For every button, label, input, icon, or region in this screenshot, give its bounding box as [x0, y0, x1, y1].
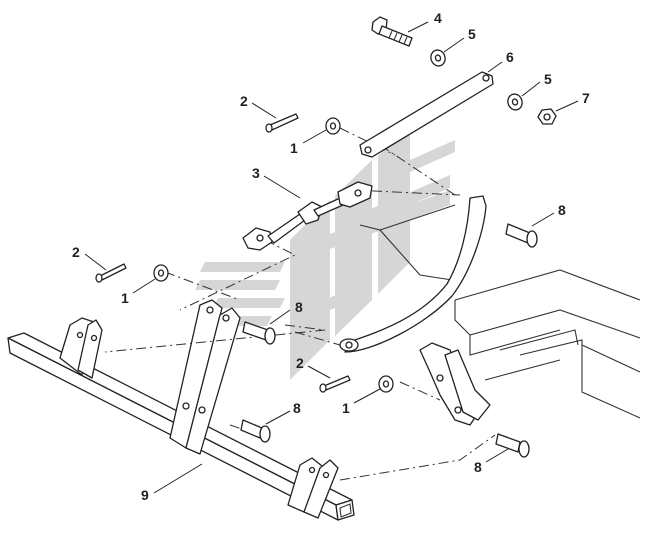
washer-part-1-middle: [378, 375, 394, 393]
callout-9: 9: [141, 487, 149, 503]
washer-part-1-upper: [325, 117, 341, 135]
cotter-pin-part-2-left: [95, 263, 127, 283]
washer-part-1-left: [153, 264, 169, 282]
washer-part-5-upper: [430, 49, 446, 67]
washer-part-5-lower: [507, 93, 523, 111]
callout-8: 8: [558, 202, 566, 218]
pin-part-8-upper: [505, 223, 538, 248]
callout-8: 8: [293, 400, 301, 416]
alignment-lines: [104, 127, 496, 481]
callout-8: 8: [474, 459, 482, 475]
lift-arm: [339, 195, 487, 353]
hitch-frame: [7, 299, 355, 521]
callout-3: 3: [252, 165, 260, 181]
pin-part-8-middle: [242, 321, 276, 345]
callout-5: 5: [544, 71, 552, 87]
callout-7: 7: [582, 90, 590, 106]
callout-1: 1: [290, 140, 298, 156]
nut-part-7: [537, 108, 557, 125]
callout-2: 2: [72, 244, 80, 260]
callout-labels: 4 5 6 5 7 2 1 3 8 2 1 8 2 1 8 8 9: [72, 10, 590, 503]
callout-4: 4: [434, 10, 442, 26]
cotter-pin-part-2-middle: [319, 375, 351, 393]
turnbuckle-part-3: [242, 181, 373, 251]
leader-lines: [84, 21, 579, 494]
cotter-pin-part-2-upper: [265, 113, 299, 133]
link-bar-part-6: [359, 71, 494, 158]
callout-8: 8: [295, 299, 303, 315]
watermark-logo: [195, 124, 455, 380]
callout-1: 1: [121, 290, 129, 306]
callout-6: 6: [506, 49, 514, 65]
tractor-frame: [359, 204, 641, 419]
pin-part-8-lower-left: [240, 419, 271, 443]
mounting-bracket: [419, 342, 491, 426]
callout-1: 1: [342, 400, 350, 416]
callout-5: 5: [468, 26, 476, 42]
bolt-part-4: [371, 16, 413, 47]
pin-part-8-lower-right: [495, 433, 530, 458]
callout-2: 2: [240, 93, 248, 109]
callout-2: 2: [296, 355, 304, 371]
